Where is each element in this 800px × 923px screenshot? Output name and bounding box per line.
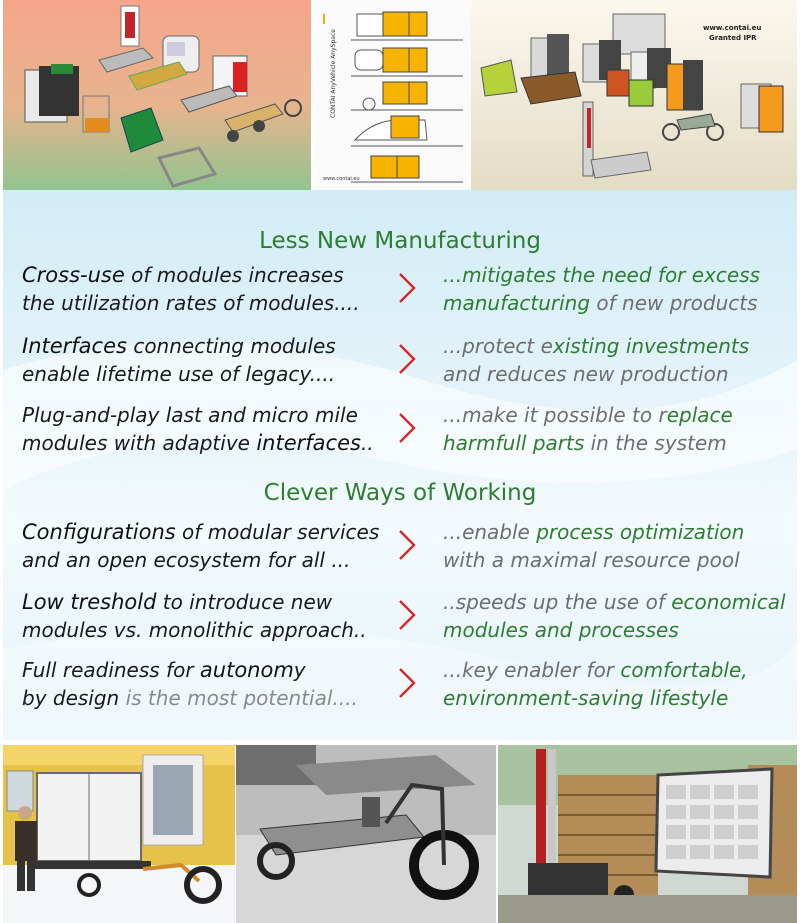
row-left-text: Low treshold to introduce new modules vs… [22, 590, 367, 642]
row-right-text: ..speeds up the use of economical module… [443, 590, 786, 642]
top-left-render [3, 0, 311, 192]
bottom-middle-photo [236, 745, 496, 923]
row-left-text: Plug-and-play last and micro mile module… [22, 403, 374, 455]
statement-row: Configurations of modular services and a… [0, 518, 800, 578]
row-right-text: ...enable process optimization with a ma… [443, 520, 745, 572]
statement-row: Full readiness for autonomy by design is… [0, 656, 800, 716]
statement-row: Plug-and-play last and micro mile module… [0, 401, 800, 461]
section-heading-working: Clever Ways of Working [263, 480, 537, 506]
vertical-brand-label: CONTAI AnyVehicle AnySpace [330, 29, 337, 118]
middle-url: www.contai.eu [323, 176, 360, 182]
row-right-text: ...make it possible to replace harmfull … [443, 403, 733, 455]
row-right-text: ...protect existing investments and redu… [443, 334, 750, 386]
top-right-render: www.contai.eu Granted IPR [471, 0, 797, 192]
chevron-right-icon [399, 668, 416, 698]
row-left-text: Configurations of modular services and a… [22, 520, 380, 572]
statement-row: Low treshold to introduce new modules vs… [0, 588, 800, 648]
bottom-right-photo [498, 745, 797, 923]
chevron-right-icon [399, 273, 416, 303]
chevron-right-icon [399, 413, 416, 443]
chevron-right-icon [399, 344, 416, 374]
row-left-text: Interfaces connecting modules enable lif… [22, 334, 336, 386]
top-middle-diagram: CONTAI AnyVehicle AnySpace [315, 0, 471, 192]
row-left-text: Cross-use of modules increases the utili… [22, 263, 360, 315]
section-heading-manufacturing: Less New Manufacturing [259, 228, 541, 254]
chevron-right-icon [399, 530, 416, 560]
right-url: www.contai.eu [703, 24, 761, 32]
statement-row: Interfaces connecting modules enable lif… [0, 332, 800, 392]
statement-row: Cross-use of modules increases the utili… [0, 261, 800, 321]
bottom-left-photo [3, 745, 235, 923]
chevron-right-icon [399, 600, 416, 630]
row-right-text: ...key enabler for comfortable, environm… [443, 658, 748, 710]
row-left-text: Full readiness for autonomy by design is… [22, 658, 358, 710]
row-right-text: ...mitigates the need for excess manufac… [443, 263, 761, 315]
background-waves [3, 342, 797, 740]
right-ipr: Granted IPR [709, 34, 757, 42]
